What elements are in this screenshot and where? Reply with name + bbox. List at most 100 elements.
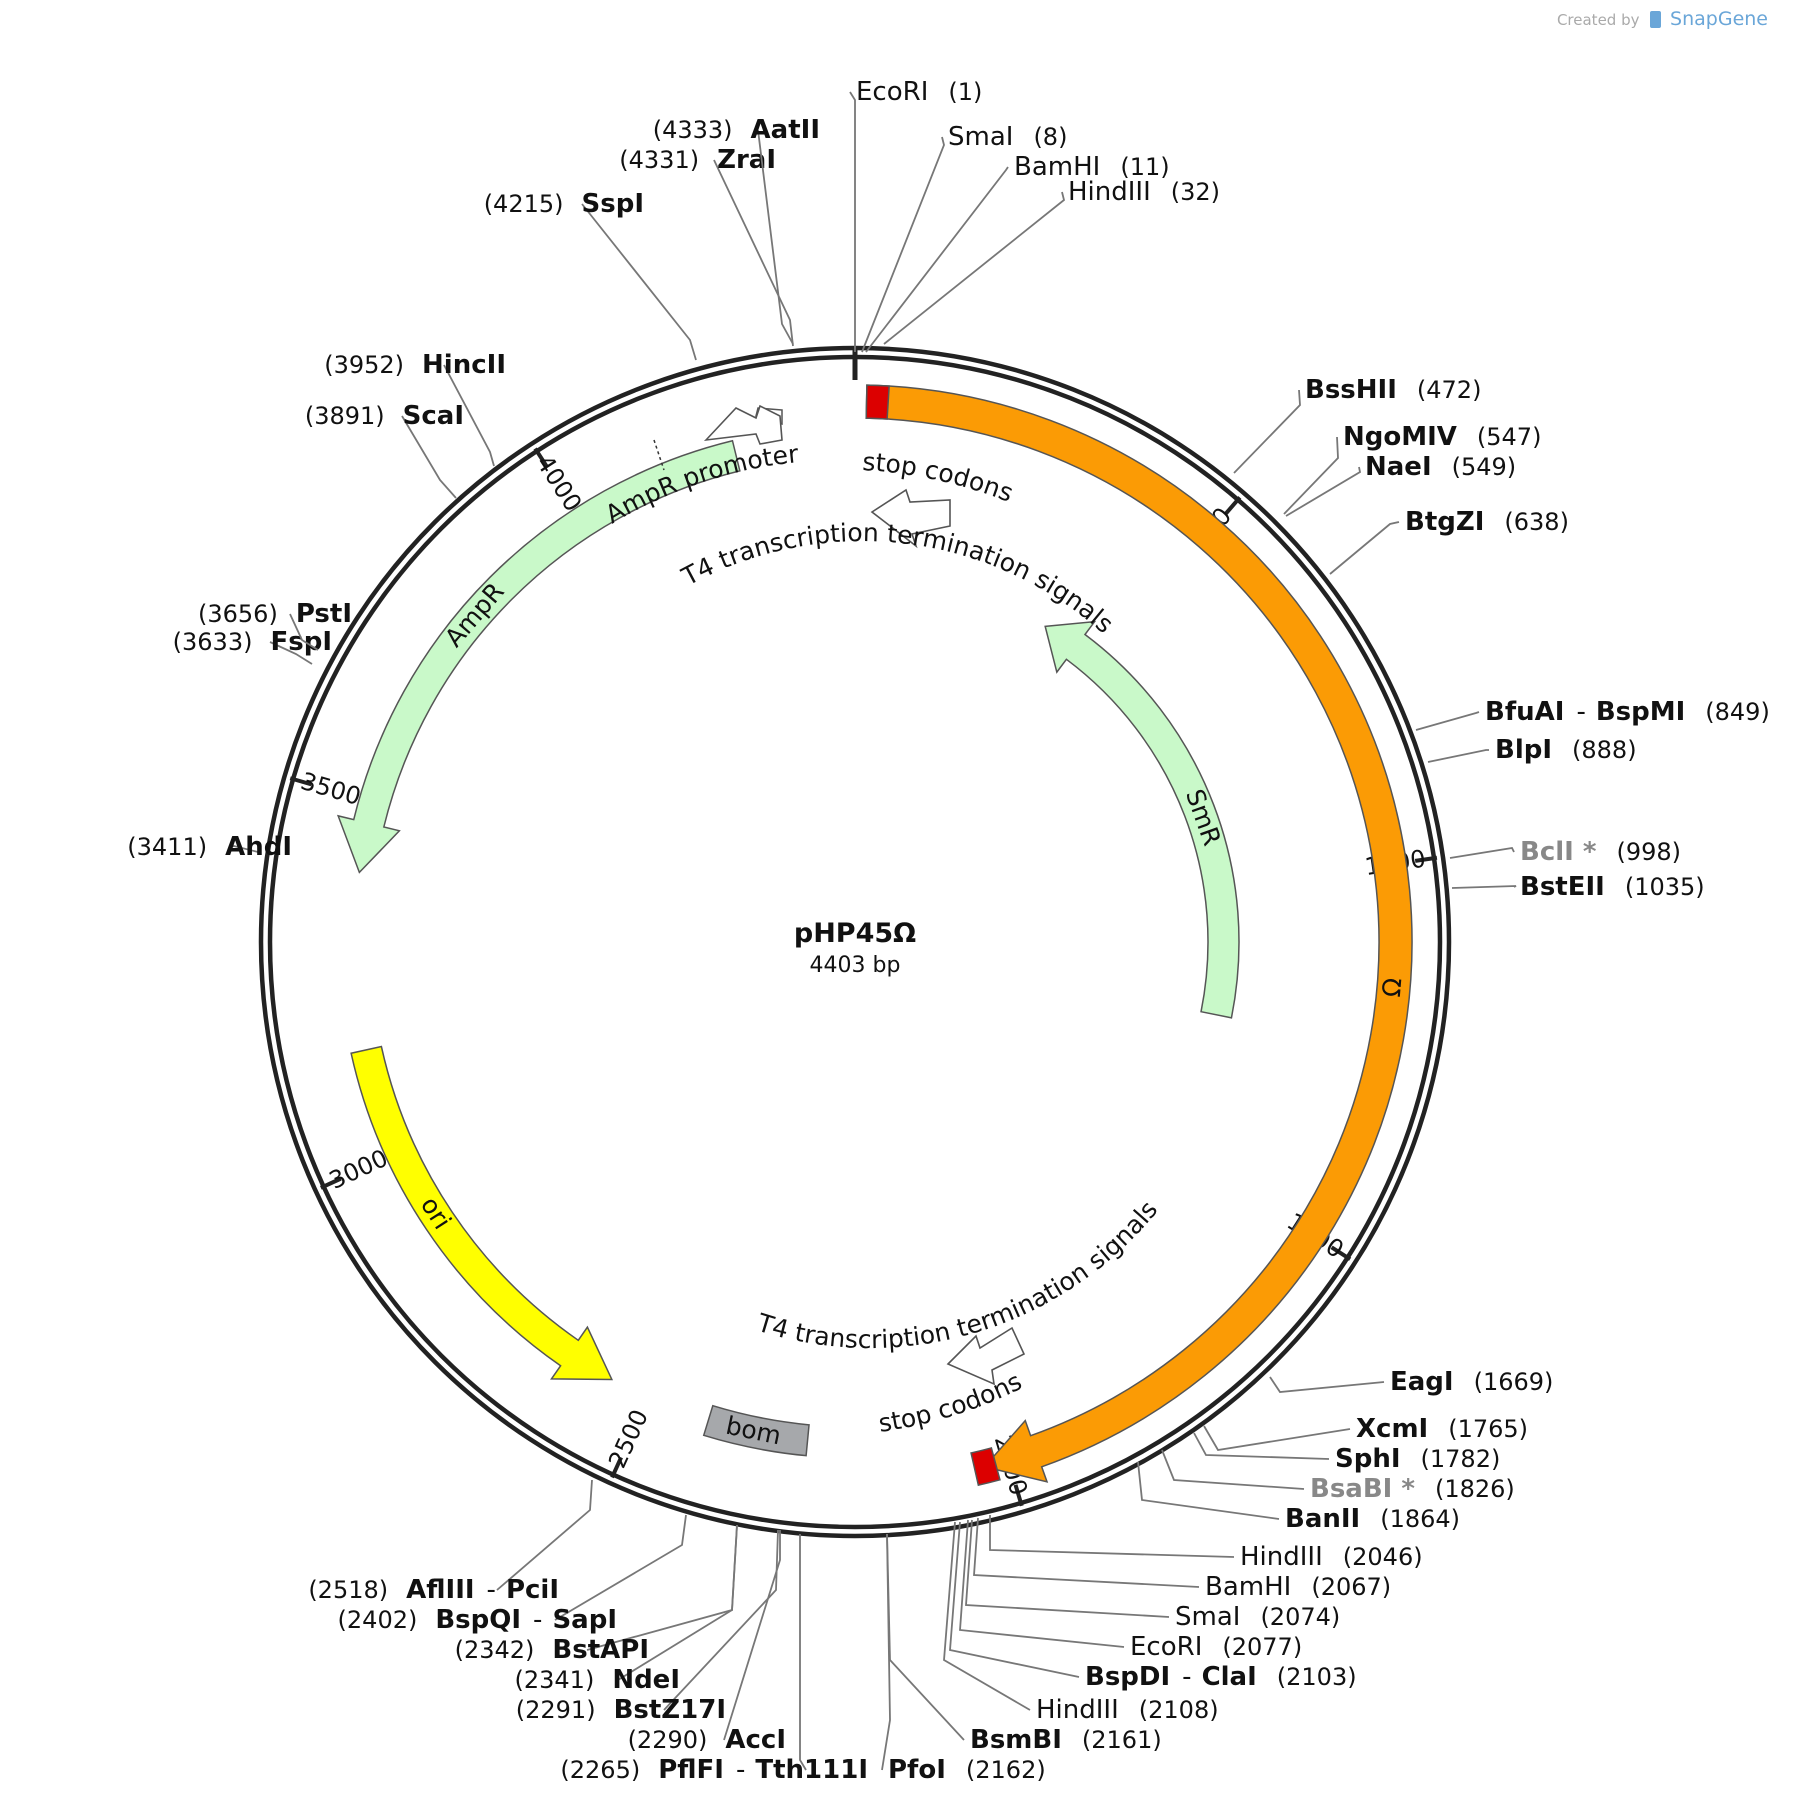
site-bsshii[interactable]: BssHII(472) [1233,375,1481,474]
site-acci[interactable]: (2290)AccI [628,1530,786,1755]
site-leader [1193,1432,1330,1460]
site-leader [799,1534,807,1771]
site-afliii[interactable]: (2518)AflIII-PciI [308,1479,593,1605]
feature-AmpR[interactable]: AmpR [336,439,741,874]
tick-mark [1223,496,1242,516]
site-label: (3891)ScaI [305,401,464,431]
site-bamhi[interactable]: BamHI(2067) [973,1517,1391,1602]
site-banii[interactable]: BanII(1864) [1137,1461,1460,1534]
site-bsmbi[interactable]: BsmBI(2161) [886,1533,1162,1755]
site-leader [443,364,495,467]
tick-label: 3500 [298,767,364,811]
site-ecori[interactable]: EcoRI(1) [849,77,982,352]
feature-Ω[interactable]: Ω [865,384,1413,1483]
credit-prefix: Created by [1556,11,1640,29]
site-sphi[interactable]: SphI(1782) [1193,1432,1500,1474]
site-smai[interactable]: SmaI(8) [861,122,1067,353]
site-btgzi[interactable]: BtgZI(638) [1329,507,1569,575]
site-label: XcmI(1765) [1356,1414,1528,1444]
site-label: BspDI-ClaI(2103) [1085,1662,1357,1692]
site-label: (3952)HincII [324,350,506,380]
site-ahdi[interactable]: (3411)AhdI [127,832,292,862]
site-smai[interactable]: SmaI(2074) [965,1519,1340,1632]
feature-SmR[interactable]: SmR [1044,620,1240,1019]
site-leader [1415,711,1480,731]
site-label: NgoMIV(547) [1343,422,1541,452]
site-bspdi[interactable]: BspDI-ClaI(2103) [949,1521,1357,1692]
terminator-1[interactable]: T4 transcription termination signals [676,488,1119,639]
site-leader [581,203,697,361]
site-leader [1427,749,1489,763]
site-leader [663,1529,779,1711]
site-scai[interactable]: (3891)ScaI [305,401,464,499]
site-hincii[interactable]: (3952)HincII [324,350,506,467]
site-leader [965,1519,1170,1618]
site-xcmi[interactable]: XcmI(1765) [1203,1414,1528,1451]
terminator-2-label: T4 transcription termination signals [753,1195,1163,1354]
tick-mark [320,1176,342,1190]
site-bstapi[interactable]: (2342)BstAPI [455,1524,738,1665]
feature-ori[interactable]: ori [350,1045,614,1381]
site-ecori[interactable]: EcoRI(2077) [959,1519,1302,1662]
site-hindiii[interactable]: HindIII(2108) [943,1521,1219,1725]
site-label: (4215)SspI [484,189,644,219]
site-leader [861,136,945,353]
site-blpi[interactable]: BlpI(888) [1427,735,1637,765]
site-aatii[interactable]: (4333)AatII [653,115,820,345]
site-eagi[interactable]: EagI(1669) [1269,1367,1553,1397]
feature-arc [865,384,890,420]
site-leader [554,1514,687,1621]
stop-codons-label-2: stop codons [877,1367,1027,1438]
feature-arc [865,384,1413,1483]
ampr-promoter-feature[interactable]: AmpR promoter [600,404,800,529]
site-label: (3411)AhdI [127,832,292,862]
site-psti[interactable]: (3656)PstI [198,599,352,651]
feature-bom[interactable]: bom [702,1404,810,1457]
site-hindiii[interactable]: HindIII(32) [883,177,1220,345]
site-bstz17i[interactable]: (2291)BstZ17I [516,1529,779,1725]
site-pfoi[interactable]: PfoI(2162) [881,1533,1046,1785]
site-bamhi[interactable]: BamHI(11) [865,152,1170,353]
site-leader [1329,521,1400,575]
site-bcli[interactable]: BclI *(998) [1449,837,1681,867]
site-leader [713,159,794,347]
site-leader [586,1524,738,1651]
site-label: EagI(1669) [1390,1367,1553,1397]
site-label: SmaI(8) [948,122,1067,152]
feature-stop-marker[interactable] [970,1447,1001,1487]
site-bsteii[interactable]: BstEII(1035) [1451,872,1705,902]
site-bsabi[interactable]: BsaBI *(1826) [1161,1449,1515,1504]
site-bfuai[interactable]: BfuAI-BspMI(849) [1415,697,1770,731]
site-leader [401,415,457,499]
site-label: BamHI(2067) [1205,1572,1391,1602]
feature-arc [1044,620,1240,1019]
feature-stop-marker[interactable] [865,384,890,420]
site-label: PfoI(2162) [888,1755,1046,1785]
site-label: BssHII(472) [1305,375,1481,405]
site-leader [973,1517,1200,1588]
site-naei[interactable]: NaeI(549) [1285,452,1516,517]
feature-arc [350,1045,614,1381]
site-leader [496,1479,593,1591]
feature-label: bom [723,1411,783,1451]
site-leader [849,91,856,352]
site-ngomiv[interactable]: NgoMIV(547) [1283,422,1541,515]
site-leader [959,1519,1125,1648]
site-fspi[interactable]: (3633)FspI [173,627,332,665]
terminator-2[interactable]: T4 transcription termination signals [753,1195,1163,1386]
site-leader [1233,389,1301,474]
site-label: (2265)PflFI-Tth111I [560,1755,868,1785]
stop-codons-label-1: stop codons [862,447,1018,508]
tick-mark [610,1456,623,1479]
site-label: EcoRI(1) [856,77,982,107]
tick-mark [289,776,312,787]
site-leader [1269,1376,1385,1393]
site-ndei[interactable]: (2341)NdeI [515,1524,738,1695]
site-hindiii[interactable]: HindIII(2046) [989,1515,1423,1572]
site-sspi[interactable]: (4215)SspI [484,189,697,361]
site-label: (2341)NdeI [515,1665,681,1695]
site-bspqi[interactable]: (2402)BspQI-SapI [338,1514,687,1635]
site-pflfi[interactable]: (2265)PflFI-Tth111I [560,1534,868,1785]
site-label: BanII(1864) [1285,1504,1460,1534]
site-zrai[interactable]: (4331)ZraI [619,145,794,347]
